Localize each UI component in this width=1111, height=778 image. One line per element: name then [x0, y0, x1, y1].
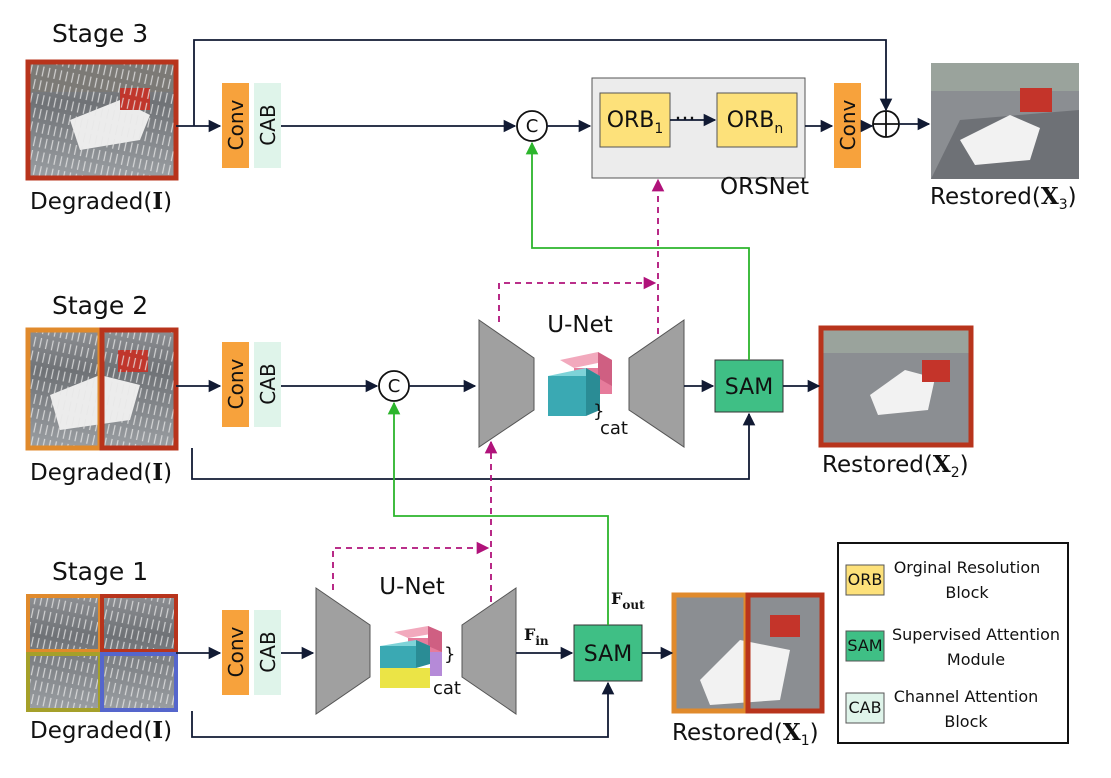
- stage2-restored-caption: Restored(X2): [822, 451, 969, 481]
- svg-text:Conv: Conv: [224, 626, 248, 677]
- stage1-unet-encoder: [315, 587, 371, 715]
- svg-text:SAM: SAM: [584, 642, 632, 667]
- svg-text:Channel Attention: Channel Attention: [894, 687, 1039, 706]
- stage2-feature-cubes: [548, 352, 612, 416]
- stage1-conv-block: Conv: [222, 610, 249, 695]
- stage3-restored-caption: Restored(X3): [930, 183, 1077, 213]
- stage1-restored-caption: Restored(X1): [672, 719, 819, 749]
- stage1-unet-to-stage2-unet-features: [332, 440, 498, 602]
- stage1-degraded-caption: Degraded(I): [30, 717, 172, 744]
- stage1-restored-image: [671, 592, 825, 714]
- stage1-degraded-image: [26, 594, 178, 712]
- stage2-degraded-image: [25, 327, 179, 451]
- stage-3-title: Stage 3: [52, 19, 148, 48]
- stage2-sam-to-stage3-feature: [525, 141, 750, 360]
- svg-text:Block: Block: [945, 583, 989, 602]
- svg-text:SAM: SAM: [847, 636, 882, 655]
- svg-text:ORB1: ORB1: [607, 108, 664, 137]
- legend-cab-entry: CAB Channel Attention Block: [845, 687, 1039, 731]
- svg-text:SAM: SAM: [725, 375, 773, 400]
- svg-text:ORB: ORB: [848, 570, 883, 589]
- svg-text:ORBn: ORBn: [727, 108, 784, 137]
- svg-text:CAB: CAB: [256, 631, 280, 672]
- svg-text:CAB: CAB: [256, 363, 280, 404]
- stage1-cat-brace: }: [444, 644, 455, 665]
- stage2-concat-node: C: [378, 370, 410, 402]
- stage2-restored-image: [818, 325, 974, 448]
- stage3-degraded-caption: Degraded(I): [30, 188, 172, 215]
- orsnet-label: ORSNet: [720, 174, 809, 200]
- legend-orb-entry: ORB Orginal Resolution Block: [845, 558, 1041, 602]
- f-in-label: Fin: [524, 625, 549, 648]
- svg-text:C: C: [388, 376, 401, 397]
- stage1-cab-block: CAB: [254, 610, 281, 695]
- stage2-arrows: [176, 379, 821, 480]
- legend: ORB Orginal Resolution Block SAM Supervi…: [837, 542, 1069, 744]
- svg-text:C: C: [526, 116, 539, 137]
- residual-add-node: [872, 110, 900, 138]
- stage2-cat-brace: }: [593, 401, 604, 422]
- stage3-cab-block: CAB: [254, 83, 281, 168]
- svg-text:Block: Block: [944, 712, 988, 731]
- stage2-cab-block: CAB: [254, 342, 281, 427]
- stage2-degraded-caption: Degraded(I): [30, 459, 172, 486]
- stage3-conv-block: Conv: [222, 83, 249, 168]
- svg-text:Module: Module: [947, 650, 1005, 669]
- stage1-arrows: [176, 646, 674, 738]
- stage1-cat-label: cat: [433, 678, 461, 699]
- orb-block-1: ORB1: [599, 92, 671, 148]
- legend-sam-entry: SAM Supervised Attention Module: [845, 625, 1060, 669]
- f-out-label: Fout: [611, 589, 645, 612]
- stage1-unet-decoder: [461, 587, 517, 715]
- svg-text:CAB: CAB: [848, 698, 881, 717]
- stage1-feature-cubes: [380, 626, 442, 688]
- stage1-unet-label: U-Net: [379, 574, 445, 600]
- svg-text:Orginal Resolution: Orginal Resolution: [894, 558, 1041, 577]
- svg-text:Conv: Conv: [224, 358, 248, 409]
- stage3-arrows: [176, 39, 931, 133]
- stage3-output-conv-block: Conv: [834, 83, 861, 168]
- svg-text:Conv: Conv: [224, 99, 248, 150]
- stage-2-title: Stage 2: [52, 291, 148, 320]
- stage2-unet-encoder: [478, 319, 535, 448]
- stage1-sam-block: SAM: [573, 624, 643, 682]
- stage1-sam-to-stage2-feature: [387, 401, 609, 625]
- svg-text:Supervised Attention: Supervised Attention: [892, 625, 1060, 644]
- stage2-unet-to-orsnet-features: [498, 178, 665, 334]
- stage2-sam-block: SAM: [714, 359, 784, 413]
- stage2-unet-label: U-Net: [547, 312, 613, 338]
- stage-1-title: Stage 1: [52, 557, 148, 586]
- stage2-cat-label: cat: [600, 418, 628, 439]
- stage3-concat-node: C: [516, 110, 548, 142]
- stage2-unet-decoder: [628, 319, 685, 448]
- svg-text:Conv: Conv: [836, 99, 860, 150]
- stage2-conv-block: Conv: [222, 342, 249, 427]
- orb-block-n: ORBn: [716, 92, 798, 148]
- stage3-degraded-image: [25, 59, 179, 181]
- stage3-restored-image: [931, 63, 1079, 179]
- svg-text:CAB: CAB: [256, 104, 280, 145]
